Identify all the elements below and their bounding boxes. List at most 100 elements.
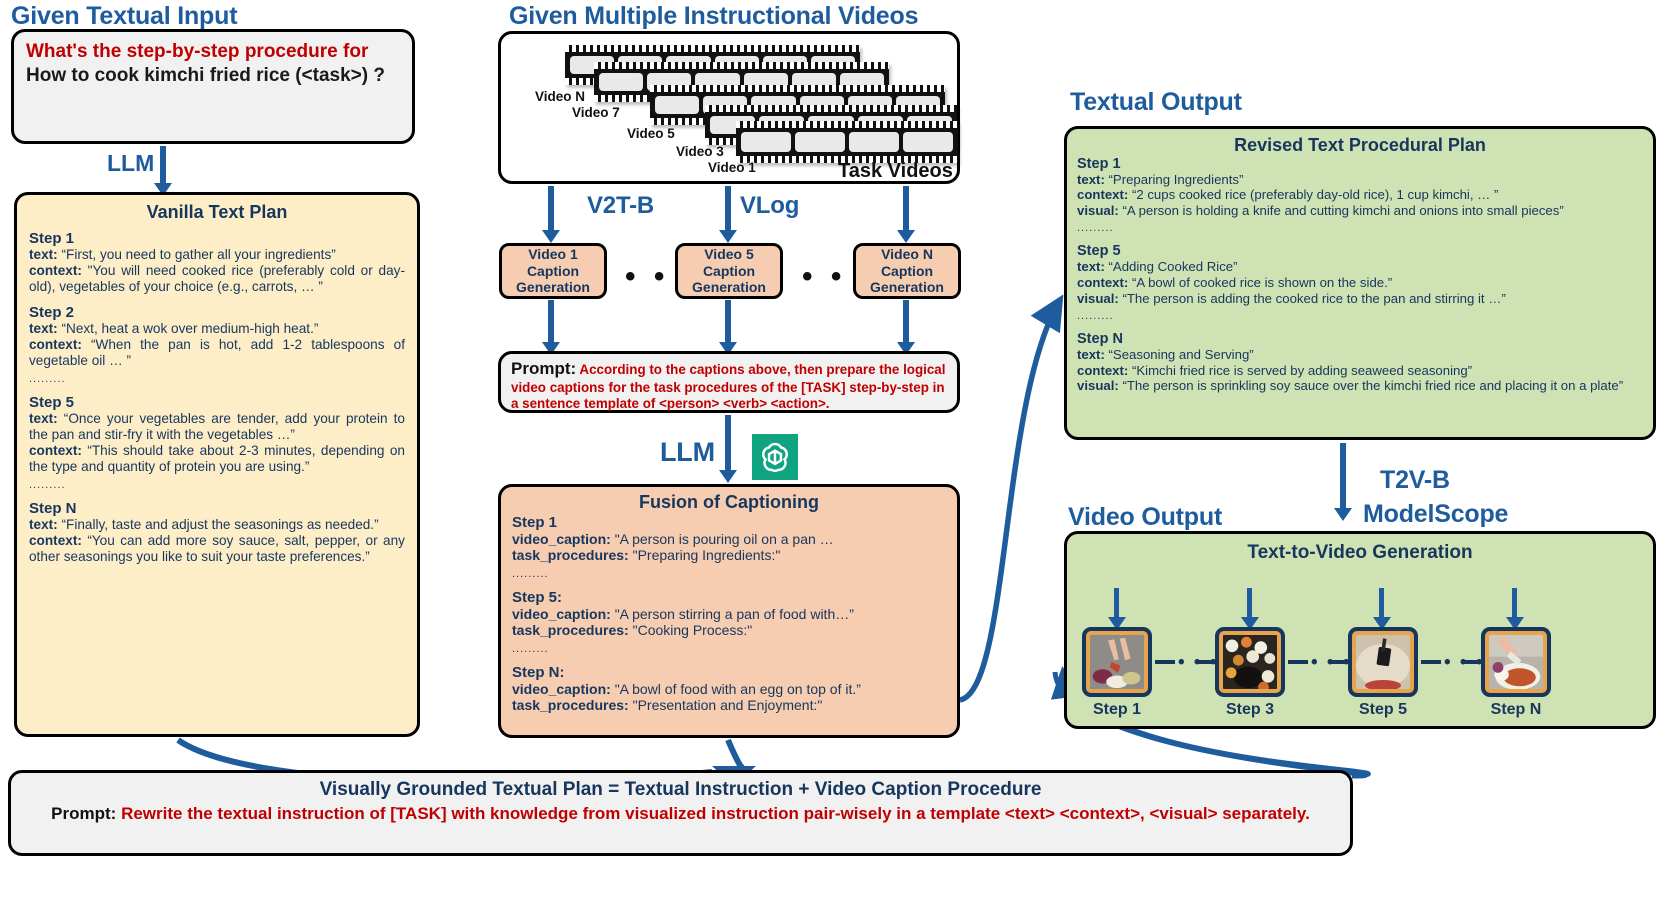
arrow-to-thumb-1: [1114, 588, 1119, 620]
step-heading: Step N:: [512, 663, 565, 681]
arrow-head-thumb-4: [1506, 617, 1524, 630]
step-ellipsis: .........: [512, 567, 549, 580]
step-line-label: visual:: [1077, 378, 1123, 394]
step-heading: Step 5: [1077, 243, 1121, 260]
step-line-value: “First, you need to gather all your ingr…: [61, 246, 336, 262]
step-line-value: “Next, heat a wok over medium-high heat.…: [61, 320, 319, 336]
video-thumbnail-step-3[interactable]: [1215, 627, 1285, 697]
question-box: What's the step-by-step procedure for Ho…: [11, 29, 415, 144]
connector-line-3b: [1462, 660, 1482, 664]
vanilla-text-plan-title: Vanilla Text Plan: [146, 202, 288, 222]
connector-line-1a: [1155, 660, 1175, 664]
connector-line-2b: [1329, 660, 1349, 664]
step-line-label: context:: [29, 262, 88, 278]
step-line-value: “Kimchi fried rice is served by adding s…: [1131, 362, 1473, 378]
step-line-label: video_caption:: [512, 680, 615, 697]
step-line: text: “Finally, taste and adjust the sea…: [29, 517, 405, 533]
arrow-head-videos-to-capn: [897, 230, 915, 243]
question-red-text: What's the step-by-step procedure for: [26, 41, 369, 62]
step-heading: Step N: [29, 500, 77, 517]
step-line-value: “2 cups cooked rice (preferably day-old …: [1131, 187, 1499, 203]
edge-label-llm-center: LLM: [660, 437, 715, 467]
step-line: context: “2 cups cooked rice (preferably…: [1077, 187, 1643, 203]
step-heading: Step 5:: [512, 588, 563, 606]
step-line-value: “The person is adding the cooked rice to…: [1122, 290, 1506, 306]
section-title-textual-input: Given Textual Input: [11, 2, 238, 30]
step-line-label: visual:: [1077, 202, 1123, 218]
step-ellipsis: .........: [29, 479, 66, 491]
step-line-label: context:: [29, 336, 91, 352]
edge-label-t2v-b: T2V-B: [1380, 466, 1450, 494]
step-line: visual: “The person is adding the cooked…: [1077, 291, 1643, 307]
bottom-prompt-label: Prompt:: [51, 804, 117, 823]
step-line-label: visual:: [1077, 290, 1123, 306]
fusion-of-captioning-box: Fusion of Captioning Step 1 video_caption…: [498, 484, 960, 738]
text-to-video-title: Text-to-Video Generation: [1247, 542, 1473, 563]
video-thumbnail-step-5[interactable]: [1348, 627, 1418, 697]
step-line: text: “Preparing Ingredients”: [1077, 172, 1643, 188]
step-line-label: task_procedures:: [512, 697, 633, 714]
step-heading: Step 2: [29, 303, 75, 321]
step-line-value: “When the pan is hot, add 1-2 tablespoon…: [29, 336, 405, 368]
step-line: context: “Kimchi fried rice is served by…: [1077, 363, 1643, 379]
arrow-head-thumb-3: [1373, 617, 1391, 630]
bottom-summary-box: Visually Grounded Textual Plan = Textual…: [8, 770, 1353, 856]
step-line-value: “Preparing Ingredients”: [1108, 171, 1244, 187]
connector-line-2a: [1288, 660, 1308, 664]
arrow-head-thumb-1: [1108, 617, 1126, 630]
edge-label-v2t-b: V2T-B: [587, 192, 655, 219]
step-line: text: “First, you need to gather all you…: [29, 247, 405, 263]
video-label-1: Video 1: [708, 160, 756, 175]
arrow-prompt-to-fusion: [725, 415, 731, 473]
step-line: task_procedures: "Cooking Process:": [512, 622, 946, 639]
step-line-label: video_caption:: [512, 605, 615, 622]
step-line: video_caption: "A person stirring a pan …: [512, 606, 946, 623]
step-line-value: “A person is holding a knife and cutting…: [1122, 202, 1564, 218]
step-line-value: "A person stirring a pan of food with…”: [614, 605, 854, 622]
edge-label-llm-left: LLM: [107, 150, 155, 176]
step-line-value: "You will need cooked rice (preferably c…: [29, 262, 405, 294]
section-title-video-output: Video Output: [1068, 503, 1223, 531]
prompt-box: Prompt: According to the captions above,…: [498, 351, 960, 413]
revised-plan-title: Revised Text Procedural Plan: [1234, 135, 1486, 155]
video-step-label-3: Step 5: [1358, 701, 1407, 718]
arrow-videos-to-capn: [903, 186, 909, 233]
arrow-head-videos-to-cap1: [542, 230, 560, 243]
step-line-value: “Seasoning and Serving”: [1108, 347, 1254, 363]
fusion-title: Fusion of Captioning: [639, 492, 819, 512]
arrow-to-thumb-4: [1512, 588, 1517, 620]
arrow-head-revised-to-t2v: [1334, 508, 1352, 521]
step-line-label: text:: [1077, 347, 1109, 363]
section-title-videos: Given Multiple Instructional Videos: [509, 2, 919, 30]
step-ellipsis: .........: [512, 642, 549, 655]
prompt-box-label: Prompt:: [511, 359, 577, 378]
step-line-label: context:: [1077, 275, 1132, 290]
step-heading: Step 1: [512, 513, 558, 531]
step-line: context: “When the pan is hot, add 1-2 t…: [29, 337, 405, 369]
step-line-value: "A bowl of food with an egg on top of it…: [614, 680, 861, 697]
step-ellipsis: .........: [1077, 310, 1114, 323]
task-videos-caption: Task Videos: [838, 160, 953, 182]
step-line: text: “Next, heat a wok over medium-high…: [29, 321, 405, 337]
step-line: text: “Seasoning and Serving”: [1077, 347, 1643, 363]
step-heading: Step N: [1077, 331, 1123, 348]
step-line-label: text:: [1077, 171, 1109, 187]
arrow-to-thumb-2: [1247, 588, 1252, 620]
step-line-label: context:: [29, 533, 88, 549]
arrow-cap1-to-prompt: [548, 300, 554, 345]
step-line-label: task_procedures:: [512, 547, 633, 564]
step-line: task_procedures: "Presentation and Enjoy…: [512, 697, 946, 714]
video-thumbnail-step-n[interactable]: [1481, 627, 1551, 697]
video-thumbnail-step-1[interactable]: [1082, 627, 1152, 697]
step-line-label: context:: [29, 442, 88, 458]
video-label-3: Video 3: [676, 144, 724, 159]
video-step-label-2: Step 3: [1225, 701, 1274, 718]
